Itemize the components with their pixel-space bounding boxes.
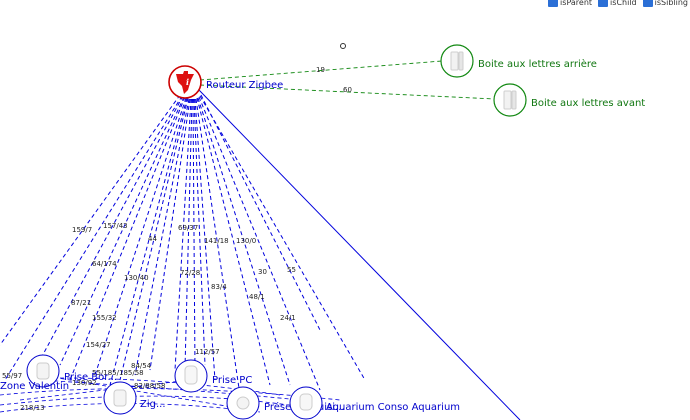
edge-label: 55/97	[2, 372, 22, 380]
edge-label: 159/7	[72, 226, 92, 234]
link-mailbox-front	[199, 84, 496, 100]
node-prise-pc[interactable]: Prise PC	[174, 359, 252, 393]
door-sensor-icon	[450, 51, 464, 71]
edge-label: 155/32	[92, 314, 117, 322]
node-router[interactable]: i Routeur Zigbee	[168, 65, 283, 99]
edge-label: 55/185/185/58	[92, 369, 144, 377]
filter-ischild[interactable]: isChild	[598, 0, 637, 7]
door-sensor-icon	[503, 90, 517, 110]
filter-issibling[interactable]: isSibling	[642, 0, 688, 7]
nodes-layer: i Routeur Zigbee Boite aux lettres arriè…	[0, 43, 645, 420]
node-zig[interactable]: Zig...	[103, 381, 166, 415]
link-mailbox-rear	[199, 60, 443, 81]
edge-label: 30	[258, 268, 267, 276]
edge-label: 24/1	[280, 314, 296, 322]
edge-label: 112/57	[195, 348, 220, 356]
filter-bar: isParent isChild isSibling	[548, 0, 688, 8]
marker-icon	[340, 43, 346, 49]
node-mailbox-front[interactable]: Boite aux lettres avant	[493, 83, 645, 117]
node-label: Boite aux lettres avant	[531, 98, 645, 109]
node-label: Prise Bor...	[64, 372, 117, 383]
router-logo-icon: i	[176, 71, 194, 94]
edge-label: 55	[287, 266, 296, 274]
edge-label: 44	[148, 235, 157, 243]
edge-label: 87/21	[71, 299, 91, 307]
node-label: Aquarium Conso Aquarium	[326, 402, 460, 413]
edge-label: 83/4	[211, 283, 227, 291]
checkbox-icon[interactable]	[642, 0, 653, 7]
edge-label: 64/174	[92, 260, 117, 268]
router-links	[0, 94, 366, 396]
motion-sensor-icon	[236, 396, 250, 410]
edge-label: 72/28	[180, 269, 200, 277]
node-label: Boite aux lettres arrière	[478, 58, 597, 70]
edge-label: 60	[343, 86, 352, 94]
edge-label: 69/37	[178, 224, 198, 232]
filter-isparent[interactable]: isParent	[548, 0, 592, 7]
node-label: Prise PC	[212, 375, 252, 386]
edge-labels: 19 60 159/7 157/43 44 69/37 141/18 130/0…	[2, 66, 352, 412]
svg-text:i: i	[186, 77, 189, 87]
node-prise-bor[interactable]: Prise Bor...	[64, 372, 117, 383]
node-mailbox-rear[interactable]: Boite aux lettres arrière	[440, 44, 597, 78]
edge-label: 218/13	[20, 404, 45, 412]
node-zone-valentin[interactable]: Zone Valentin	[0, 354, 69, 392]
sensor-icon	[113, 389, 127, 407]
node-label: Routeur Zigbee	[206, 80, 283, 91]
plug-icon	[299, 393, 313, 411]
link-solid	[198, 89, 521, 420]
edges-layer	[0, 60, 521, 420]
edge-label: 82/88/58	[134, 382, 165, 390]
edge-label: 154/27	[86, 341, 111, 349]
node-label: Zone Valentin	[0, 381, 69, 392]
node-label: Zig...	[140, 399, 166, 410]
mesh-links	[0, 374, 341, 413]
edge-label: 141/18	[204, 237, 229, 245]
edge-label: 130/40	[124, 274, 149, 282]
edge-label: 84/54	[131, 362, 152, 370]
edge-label: 130/92	[72, 379, 97, 387]
node-aquarium[interactable]: Aquarium Conso Aquarium	[289, 386, 460, 420]
checkbox-icon[interactable]	[598, 0, 609, 7]
checkbox-icon[interactable]	[548, 0, 559, 7]
plug-icon	[184, 365, 198, 385]
edge-label: 19	[316, 66, 325, 74]
edge-label: 48/1	[249, 293, 265, 301]
sensor-icon	[36, 362, 50, 380]
edge-label: 157/43	[103, 222, 128, 230]
edge-label: 130/0	[236, 237, 256, 245]
